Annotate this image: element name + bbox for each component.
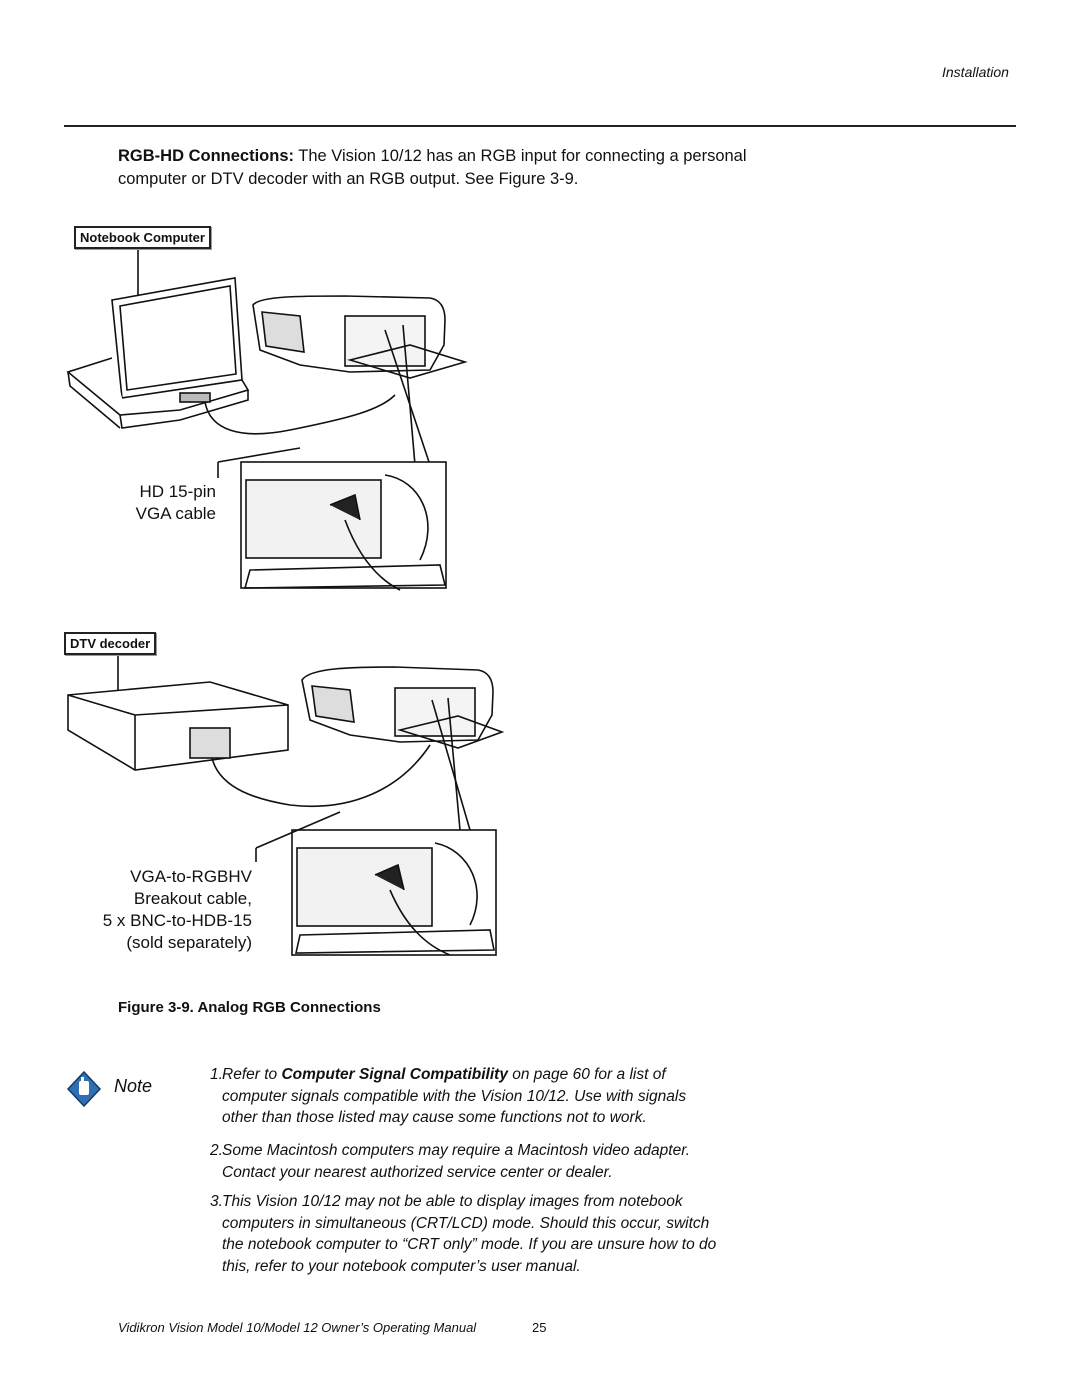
note-item-1-d: other than those listed may cause some f…	[222, 1109, 647, 1126]
vga-cable-line1: HD 15-pin	[139, 482, 216, 501]
note-item-1-number: 1.	[210, 1066, 223, 1083]
figure-caption-prefix: Figure 3-9.	[118, 999, 194, 1016]
breakout-line1: VGA-to-RGBHV	[130, 867, 252, 886]
breakout-line2: Breakout cable,	[133, 889, 252, 908]
figure-caption-title: Analog RGB Connections	[193, 999, 381, 1016]
note-item-2: 2. Some Macintosh computers may require …	[210, 1140, 752, 1183]
dtv-decoder-label: DTV decoder	[64, 632, 157, 655]
note-item-2-b: Contact your nearest authorized service …	[222, 1163, 613, 1181]
note-item-3-c: the notebook computer to “CRT only” mode…	[222, 1236, 717, 1253]
intro-paragraph: RGB-HD Connections: The Vision 10/12 has…	[118, 145, 758, 191]
note-item-2-a: Some Macintosh computers may require a M…	[222, 1142, 691, 1159]
note-callout: Note	[64, 1070, 174, 1110]
figure-caption: Figure 3-9. Analog RGB Connections	[118, 999, 381, 1016]
footer-page-number: 25	[532, 1320, 547, 1335]
note-item-3: 3. This Vision 10/12 may not be able to …	[210, 1191, 752, 1277]
note-item-3-number: 3.	[210, 1193, 223, 1210]
note-item-3-a: This Vision 10/12 may not be able to dis…	[222, 1193, 683, 1210]
note-item-1: 1. Refer to Computer Signal Compatibilit…	[210, 1064, 752, 1129]
notebook-computer-label: Notebook Computer	[74, 226, 211, 249]
note-hand-icon	[66, 1070, 102, 1108]
header-rule	[64, 125, 1016, 127]
vga-cable-label: HD 15-pin VGA cable	[130, 481, 216, 525]
section-label: Installation	[942, 64, 1009, 80]
note-heading: Note	[114, 1076, 153, 1096]
note-item-1-bold: Computer Signal Compatibility	[281, 1066, 508, 1083]
intro-lead: RGB-HD Connections:	[118, 147, 294, 165]
vga-cable-line2: VGA cable	[135, 504, 216, 523]
note-item-2-number: 2.	[210, 1142, 223, 1159]
breakout-line3: 5 x BNC-to-HDB-15	[102, 911, 252, 930]
note-item-1-c: computer signals compatible with the Vis…	[222, 1087, 687, 1105]
breakout-cable-label: VGA-to-RGBHV Breakout cable, 5 x BNC-to-…	[80, 866, 252, 954]
intro-line2: computer or DTV decoder with an RGB outp…	[118, 170, 579, 188]
footer-manual-title: Vidikron Vision Model 10/Model 12 Owner’…	[118, 1320, 477, 1335]
intro-line1: The Vision 10/12 has an RGB input for co…	[294, 147, 747, 165]
breakout-line4: (sold separately)	[126, 933, 252, 952]
note-item-3-b: computers in simultaneous (CRT/LCD) mode…	[222, 1214, 710, 1232]
note-item-3-d: this, refer to your notebook computer’s …	[222, 1257, 581, 1275]
note-item-1-b: on page 60 for a list of	[507, 1066, 666, 1083]
note-item-1-a: Refer to	[222, 1066, 282, 1083]
